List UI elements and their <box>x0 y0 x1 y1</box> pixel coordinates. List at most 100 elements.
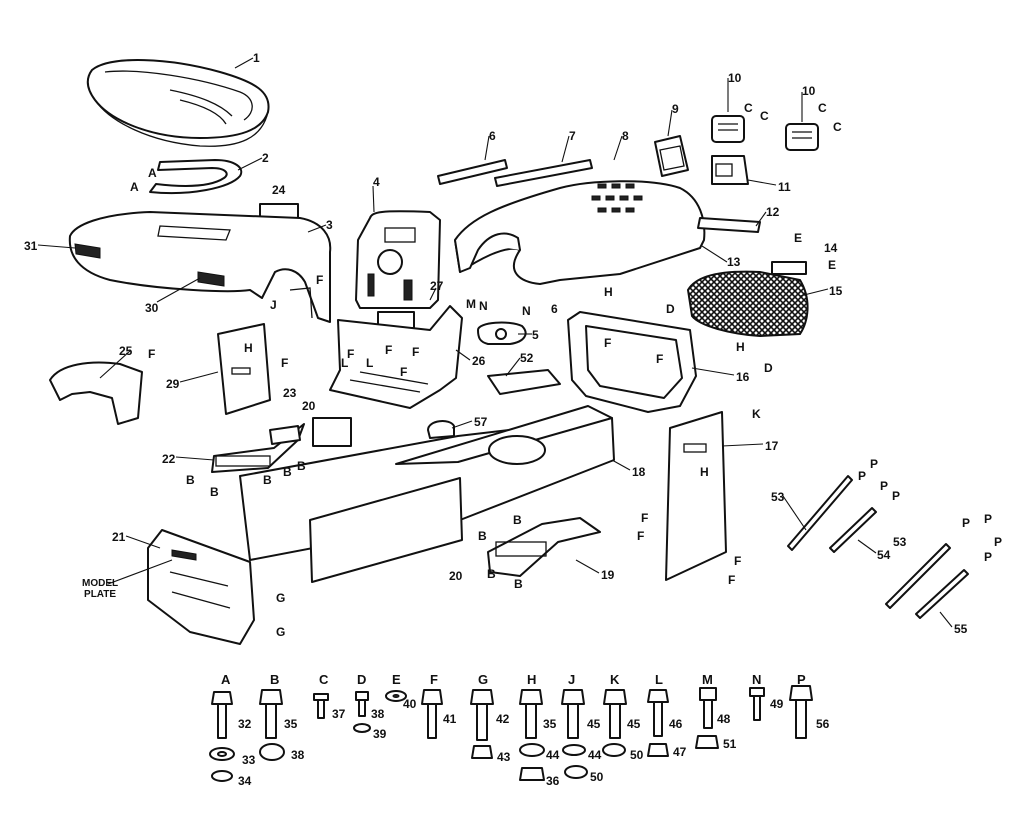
callout-letter-lA2: A <box>130 180 139 194</box>
callout-letter-lG2: G <box>276 625 286 639</box>
callout-letter-lB5: B <box>297 459 306 473</box>
hardware-number-n43: 43 <box>497 750 511 764</box>
part-number-p21: 21 <box>112 530 126 544</box>
callout-letter-lD1: D <box>666 302 675 316</box>
part-number-p26: 26 <box>472 354 486 368</box>
emblem-14-part <box>771 261 807 275</box>
part-number-p53a: 53 <box>771 490 785 504</box>
callout-letter-lL1: L <box>341 356 349 370</box>
hardware-letter-hB: B <box>270 672 280 687</box>
part-number-p10a: 10 <box>728 71 742 85</box>
footrest-right-part <box>487 517 601 577</box>
part-number-p8: 8 <box>622 129 629 143</box>
hardware-number-n36: 36 <box>546 774 560 788</box>
hardware-number-n32: 32 <box>238 717 252 731</box>
callout-letter-lA1: A <box>148 166 157 180</box>
callout-letter-lH1: H <box>244 341 253 355</box>
part-number-p19: 19 <box>601 568 615 582</box>
hardware-number-n35a: 35 <box>284 717 298 731</box>
part-number-p54: 54 <box>877 548 891 562</box>
hardware-number-n40: 40 <box>403 697 417 711</box>
part-number-p10b: 10 <box>802 84 816 98</box>
hardware-number-n42: 42 <box>496 712 510 726</box>
callout-letter-lF2: F <box>148 347 156 361</box>
callout-letter-lH4: H <box>700 465 709 479</box>
callout-letter-lC3: C <box>818 101 827 115</box>
hardware-number-n48: 48 <box>717 712 731 726</box>
decal-6-part <box>437 159 508 185</box>
hardware-number-n34: 34 <box>238 774 252 788</box>
hardware-letter-hD: D <box>357 672 367 687</box>
callout-letter-lP7: P <box>994 535 1003 549</box>
part-number-p29: 29 <box>166 377 180 391</box>
rear-panel-21-part <box>147 529 255 645</box>
hardware-letter-hE: E <box>392 672 401 687</box>
callout-letter-lB1: B <box>186 473 195 487</box>
callout-letter-lB4: B <box>283 465 292 479</box>
part-number-p5: 5 <box>532 328 539 342</box>
pedestal-part <box>329 305 463 409</box>
hardware-number-n35b: 35 <box>543 717 557 731</box>
callout-letter-lP5: P <box>962 516 971 530</box>
callout-letter-lF7: F <box>412 345 420 359</box>
side-panel-29-part <box>217 323 271 415</box>
hardware-number-n49: 49 <box>770 697 784 711</box>
callout-letter-lE1: E <box>794 231 803 245</box>
part-number-p2: 2 <box>262 151 269 165</box>
decal-12-part <box>697 217 761 233</box>
model-plate-line2: PLATE <box>84 589 117 600</box>
callout-letter-lF1: F <box>316 273 324 287</box>
part-number-p27: 27 <box>430 279 444 293</box>
callout-letter-lF11: F <box>637 529 645 543</box>
part-number-p3: 3 <box>326 218 333 232</box>
callout-letter-lH2: H <box>604 285 613 299</box>
part-number-p17: 17 <box>765 439 779 453</box>
part-number-p23: 23 <box>283 386 297 400</box>
hardware-number-n50a: 50 <box>590 770 604 784</box>
callout-letter-lP8: P <box>984 550 993 564</box>
hardware-row <box>209 685 813 782</box>
hardware-letter-hP: P <box>797 672 806 687</box>
part-number-p13: 13 <box>727 255 741 269</box>
hardware-letter-hG: G <box>478 672 489 687</box>
support-bracket-25-part <box>49 361 143 425</box>
hardware-number-n41: 41 <box>443 712 457 726</box>
hardware-number-n44a: 44 <box>546 748 560 762</box>
hardware-number-n47: 47 <box>673 745 687 759</box>
hardware-letter-hA: A <box>221 672 231 687</box>
part-number-p4: 4 <box>373 175 380 189</box>
console-part <box>355 210 441 329</box>
hardware-number-n44b: 44 <box>588 748 602 762</box>
part-number-p55: 55 <box>954 622 968 636</box>
grille-frame-part <box>567 311 697 413</box>
callout-letter-lB3: B <box>263 473 272 487</box>
hardware-number-n56: 56 <box>816 717 830 731</box>
part-number-p30: 30 <box>145 301 159 315</box>
leader-lines <box>37 57 953 628</box>
part-number-p6b: 6 <box>551 302 558 316</box>
part-number-p6a: 6 <box>489 129 496 143</box>
hardware-letter-hK: K <box>610 672 620 687</box>
callout-letter-lP4: P <box>880 479 889 493</box>
callout-letter-lK1: K <box>752 407 761 421</box>
part-number-p14: 14 <box>824 241 838 255</box>
hardware-letter-hM: M <box>702 672 713 687</box>
callout-letter-lF13: F <box>728 573 736 587</box>
hardware-letter-hF: F <box>430 672 438 687</box>
hardware-letter-hN: N <box>752 672 762 687</box>
bracket-5-part <box>477 321 527 345</box>
hardware-letter-hL: L <box>655 672 663 687</box>
hardware-letter-hH: H <box>527 672 537 687</box>
seat-part <box>86 59 270 147</box>
model-plate-line1: MODEL <box>82 578 119 589</box>
hardware-number-n50b: 50 <box>630 748 644 762</box>
hardware-number-n37: 37 <box>332 707 346 721</box>
callout-letter-lJ1: J <box>270 298 277 312</box>
callout-letter-lF8: F <box>604 336 612 350</box>
callout-letter-lF6: F <box>400 365 408 379</box>
housing-11-part <box>711 155 749 185</box>
callout-letter-lN2: N <box>522 304 531 318</box>
hardware-number-n38: 38 <box>291 748 305 762</box>
